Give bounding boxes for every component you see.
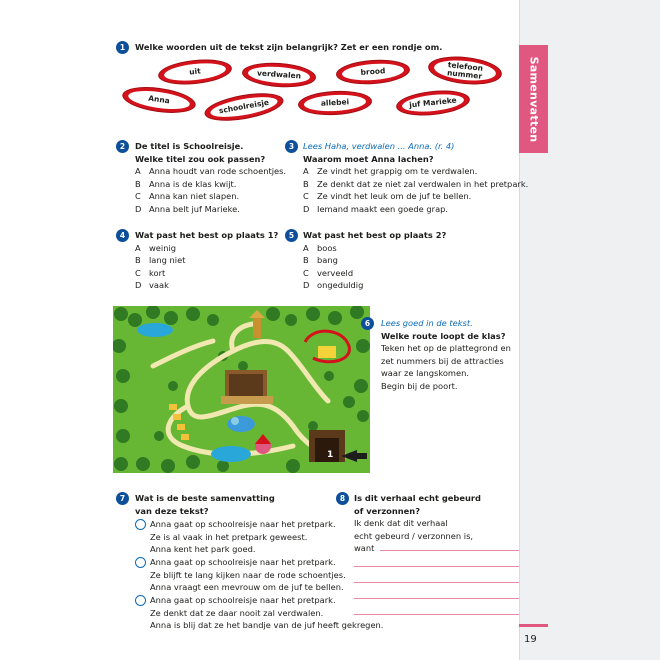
word-shoe[interactable]: verdwalen (241, 60, 317, 90)
question-8-title-line-2: of verzonnen? (354, 505, 421, 516)
section-tab-label: Samenvatten (527, 56, 540, 142)
question-7-title-line-2: van deze tekst? (135, 505, 209, 516)
question-6-line: Teken het op de plattegrond en (381, 343, 511, 354)
page-number: 19 (524, 634, 537, 645)
park-map-illustration (113, 306, 370, 473)
question-6-title: Welke route loopt de klas? (381, 330, 506, 341)
word-label: brood (360, 66, 386, 77)
question-8-title-line-1: Is dit verhaal echt gebeurd (354, 493, 481, 503)
question-8-line-3: want (354, 543, 375, 554)
question-6-hint: Lees goed in de tekst. (381, 318, 473, 328)
question-5-number: 5 (285, 229, 298, 242)
question-2-number: 2 (116, 140, 129, 153)
word-label: telefoon nummer (446, 59, 484, 81)
question-3: Lees Haha, verdwalen ... Anna. (r. 4) Wa… (303, 140, 528, 216)
word-label: verdwalen (256, 68, 302, 81)
answer-line[interactable] (354, 566, 519, 567)
word-shoe[interactable]: telefoon nummer (426, 53, 504, 88)
question-3-hint: Lees Haha, verdwalen ... Anna. (r. 4) (303, 141, 455, 151)
park-map[interactable]: 1 (113, 306, 370, 473)
radio-circle[interactable] (135, 519, 146, 530)
question-1: Welke woorden uit de tekst zijn belangri… (135, 41, 442, 54)
question-6-line: Begin bij de poort. (381, 380, 458, 391)
question-6-number: 6 (361, 317, 374, 330)
question-7-number: 7 (116, 492, 129, 505)
word-shoe[interactable]: brood (335, 57, 411, 87)
word-shoe[interactable]: allebei (297, 89, 373, 117)
word-shoe[interactable]: schoolreisje (202, 88, 286, 126)
word-label: allebei (320, 97, 350, 108)
question-4-title: Wat past het best op plaats 1? (135, 230, 279, 240)
question-4-number: 4 (116, 229, 129, 242)
question-1-title: Welke woorden uit de tekst zijn belangri… (135, 42, 443, 52)
word-label: schoolreisje (218, 97, 270, 116)
question-6: Lees goed in de tekst. Welke route loopt… (381, 317, 511, 393)
summary-option-2[interactable]: Anna gaat op schoolreisje naar het pretp… (135, 556, 346, 594)
question-8-line-2: echt gebeurd / verzonnen is, (354, 530, 474, 541)
page-number-bar (519, 624, 548, 627)
question-3-number: 3 (285, 140, 298, 153)
question-7: Wat is de beste samenvatting van deze te… (135, 492, 275, 517)
word-label: juf Marieke (408, 95, 458, 110)
question-8: Is dit verhaal echt gebeurd of verzonnen… (354, 492, 481, 555)
answer-line[interactable] (380, 550, 519, 551)
map-start-label: 1 (327, 450, 334, 460)
question-2-title-line-1: De titel is Schoolreisje. (135, 141, 244, 151)
summary-option-3[interactable]: Anna gaat op schoolreisje naar het pretp… (135, 594, 383, 632)
question-3-title: Waarom moet Anna lachen? (303, 153, 434, 164)
question-6-line: waar ze langskomen. (381, 368, 470, 379)
question-5-title: Wat past het best op plaats 2? (303, 230, 447, 240)
word-label: Anna (147, 93, 171, 106)
question-1-number: 1 (116, 41, 129, 54)
word-shoe[interactable]: juf Marieke (394, 87, 472, 119)
answer-line[interactable] (354, 582, 519, 583)
question-2-title-line-2: Welke titel zou ook passen? (135, 153, 266, 164)
section-tab: Samenvatten (519, 45, 548, 153)
answer-line[interactable] (354, 598, 519, 599)
question-2: De titel is Schoolreisje. Welke titel zo… (135, 140, 286, 216)
radio-circle[interactable] (135, 595, 146, 606)
answer-line[interactable] (354, 614, 519, 615)
question-8-number: 8 (336, 492, 349, 505)
question-6-line: zet nummers bij de attracties (381, 355, 504, 366)
word-shoe[interactable]: Anna (120, 82, 198, 118)
question-7-title-line-1: Wat is de beste samenvatting (135, 493, 275, 503)
word-shoe[interactable]: uit (156, 56, 234, 88)
word-label: uit (188, 66, 202, 77)
question-8-line-1: Ik denk dat dit verhaal (354, 518, 448, 529)
summary-option-1[interactable]: Anna gaat op schoolreisje naar het pretp… (135, 518, 336, 556)
radio-circle[interactable] (135, 557, 146, 568)
